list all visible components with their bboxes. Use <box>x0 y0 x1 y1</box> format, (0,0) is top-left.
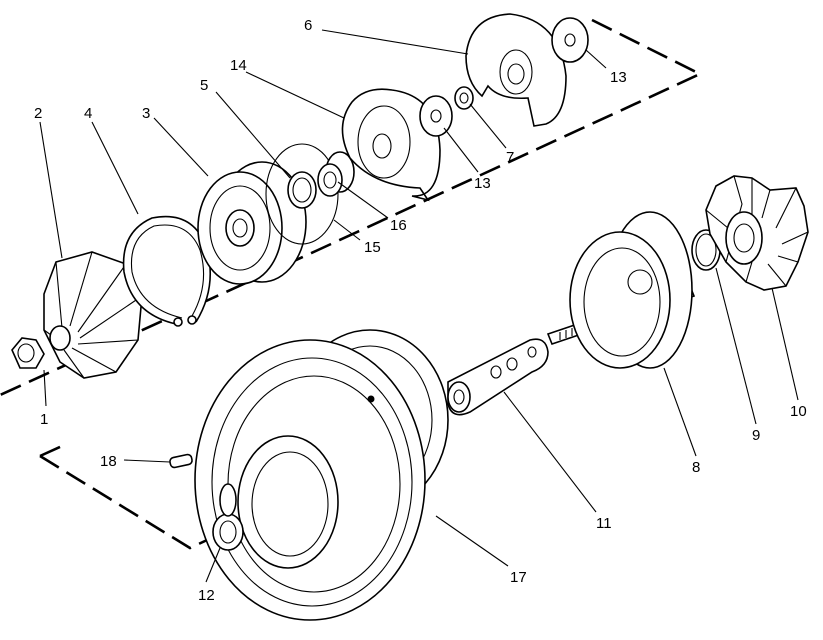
snap-ring <box>287 171 317 209</box>
callout-6: 6 <box>304 17 312 34</box>
thrust-ring <box>212 483 244 551</box>
compressor-wheel <box>43 251 143 379</box>
callout-18: 18 <box>100 453 117 470</box>
dowel-pin <box>169 453 193 469</box>
oil-deflector <box>465 13 567 127</box>
callout-17: 17 <box>510 569 527 586</box>
callout-4: 4 <box>84 105 92 122</box>
compressor-nut <box>11 337 45 369</box>
callout-15: 15 <box>364 239 381 256</box>
callout-labels: 1 2 3 4 5 6 7 8 9 10 11 12 13 13 14 15 1… <box>34 17 807 604</box>
callout-11: 11 <box>596 515 612 532</box>
retaining-ring <box>122 215 211 327</box>
callout-3: 3 <box>142 105 150 122</box>
callout-5: 5 <box>200 77 208 94</box>
turbine-backplate <box>569 211 693 369</box>
callout-16: 16 <box>390 217 407 234</box>
washer-lower <box>419 95 453 137</box>
callout-7: 7 <box>506 149 514 166</box>
o-ring <box>265 143 339 245</box>
callout-2: 2 <box>34 105 42 122</box>
washer-upper <box>551 17 589 63</box>
callout-13-lower: 13 <box>474 175 491 192</box>
thrust-collar <box>317 151 355 197</box>
callout-9: 9 <box>752 427 760 444</box>
callout-14: 14 <box>230 57 247 74</box>
compressor-insert <box>197 161 307 285</box>
callout-8: 8 <box>692 459 700 476</box>
callout-1: 1 <box>40 411 48 428</box>
callout-13-upper: 13 <box>610 69 627 86</box>
center-housing <box>194 329 449 621</box>
callout-10: 10 <box>790 403 807 420</box>
bushing <box>454 86 474 110</box>
leader-lines <box>39 29 799 583</box>
callout-12: 12 <box>198 587 215 604</box>
turbine-wheel <box>705 175 809 291</box>
bearing <box>447 338 549 416</box>
